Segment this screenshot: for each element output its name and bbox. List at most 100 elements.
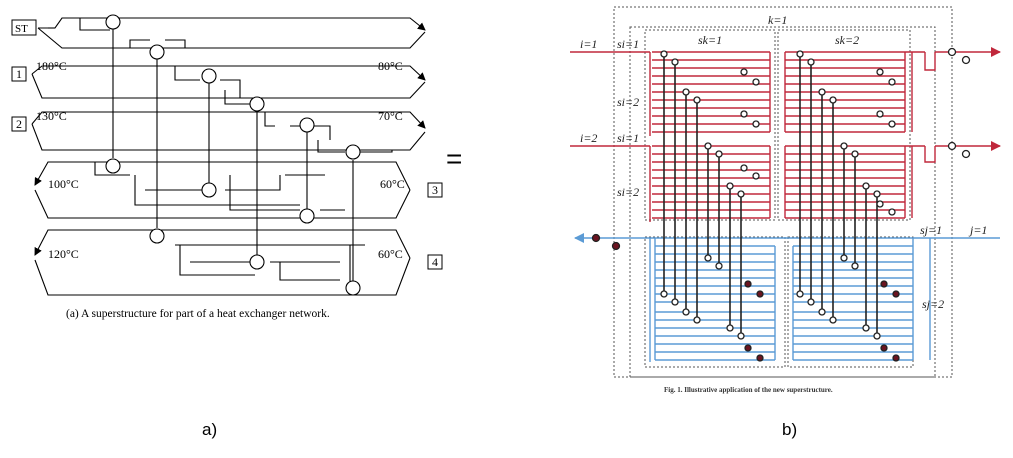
temp-in-2: 130°C	[36, 109, 67, 123]
exchanger-node	[807, 58, 815, 66]
utility-node	[888, 78, 896, 86]
label-sj1: sj=1	[920, 223, 942, 237]
exchanger	[149, 228, 165, 244]
temp-c1-out: 100°C	[48, 177, 79, 191]
label-j1: j=1	[968, 223, 987, 237]
caption-a: (a) A superstructure for part of a heat …	[66, 308, 330, 320]
utility-node	[888, 120, 896, 128]
exchanger-node	[851, 150, 859, 158]
exchanger-node	[862, 324, 870, 332]
utility-node	[961, 149, 971, 159]
utility-node	[880, 280, 888, 288]
exchanger	[249, 254, 265, 270]
exchanger	[249, 96, 265, 112]
label-i2: i=2	[580, 131, 597, 145]
stream-3	[34, 161, 411, 219]
exchanger	[201, 68, 217, 84]
exchanger-node	[851, 262, 859, 270]
exchanger-node	[873, 332, 881, 340]
utility-node	[740, 110, 748, 118]
utility-node	[876, 110, 884, 118]
utility-node	[752, 172, 760, 180]
exchanger-node	[873, 190, 881, 198]
temp-c2-out: 120°C	[48, 247, 79, 261]
temp-out-1: 80°C	[378, 59, 403, 73]
panel-a	[31, 14, 426, 296]
exchanger-node	[726, 182, 734, 190]
label-sj2: sj=2	[922, 297, 944, 311]
box-2: 2	[16, 117, 22, 131]
exchanger-node	[671, 298, 679, 306]
exchanger-node	[693, 96, 701, 104]
utility-node	[756, 354, 764, 362]
exchanger	[299, 117, 315, 133]
exchanger	[105, 14, 121, 30]
equals-sign: =	[446, 143, 462, 174]
stream-4	[34, 229, 411, 296]
boundary-k	[613, 6, 953, 378]
utility-node	[892, 354, 900, 362]
exchanger-node	[671, 58, 679, 66]
utility-node	[892, 290, 900, 298]
utility-node	[756, 290, 764, 298]
match-lines-b	[663, 54, 878, 336]
utility-node	[876, 68, 884, 76]
exchanger-node	[862, 182, 870, 190]
utility-node	[947, 141, 957, 151]
utility-node	[880, 344, 888, 352]
exchanger	[105, 158, 121, 174]
exchanger	[201, 182, 217, 198]
stream-1	[31, 65, 426, 105]
exchanger	[345, 280, 361, 296]
utility-node	[961, 55, 971, 65]
utility-node	[744, 280, 752, 288]
exchanger	[345, 144, 361, 160]
exchanger-node	[704, 142, 712, 150]
exchanger-node	[796, 50, 804, 58]
exchangers-b	[660, 50, 881, 340]
hot-stream-2	[570, 141, 1001, 222]
exchanger-node	[660, 290, 668, 298]
hot-stream-1	[570, 47, 1001, 136]
utility-node	[752, 78, 760, 86]
exchanger-node	[682, 88, 690, 96]
match-lines	[112, 20, 354, 282]
exchanger-node	[818, 308, 826, 316]
box-1: 1	[16, 67, 22, 81]
caption-b: Fig. 1. Illustrative application of the …	[664, 386, 833, 394]
utility-nodes	[591, 47, 971, 362]
exchangers-a	[105, 14, 361, 296]
utility-node	[876, 200, 884, 208]
exchanger-node	[704, 254, 712, 262]
stream-st	[37, 17, 426, 49]
boundary-cold1	[644, 236, 786, 368]
sublabel-b: b)	[782, 420, 797, 439]
temp-in-1: 180°C	[36, 59, 67, 73]
stream-2	[31, 111, 426, 153]
utility-node	[611, 241, 621, 251]
label-k: k=1	[768, 13, 787, 27]
box-3: 3	[432, 183, 438, 197]
temp-c1-in: 60°C	[380, 177, 405, 191]
label-sk1: sk=1	[698, 33, 722, 47]
box-4: 4	[432, 255, 438, 269]
label-si2-a: si=2	[617, 95, 639, 109]
label-si1-b: si=1	[617, 131, 639, 145]
utility-node	[591, 233, 601, 243]
utility-node	[744, 344, 752, 352]
exchanger-node	[840, 142, 848, 150]
label-i1: i=1	[580, 37, 597, 51]
exchanger-node	[807, 298, 815, 306]
exchanger-node	[737, 332, 745, 340]
exchanger-node	[829, 96, 837, 104]
utility-node	[740, 68, 748, 76]
exchanger-node	[737, 190, 745, 198]
label-si2-b: si=2	[617, 185, 639, 199]
panel-b: k=1 i=1 si=1 sk=1 sk=2 si=2 i=2 si=1 si=…	[570, 6, 1001, 394]
exchanger-node	[829, 316, 837, 324]
exchanger-node	[715, 262, 723, 270]
utility-node	[752, 120, 760, 128]
exchanger-node	[726, 324, 734, 332]
temp-c2-in: 60°C	[378, 247, 403, 261]
boundary-inner	[629, 26, 936, 378]
